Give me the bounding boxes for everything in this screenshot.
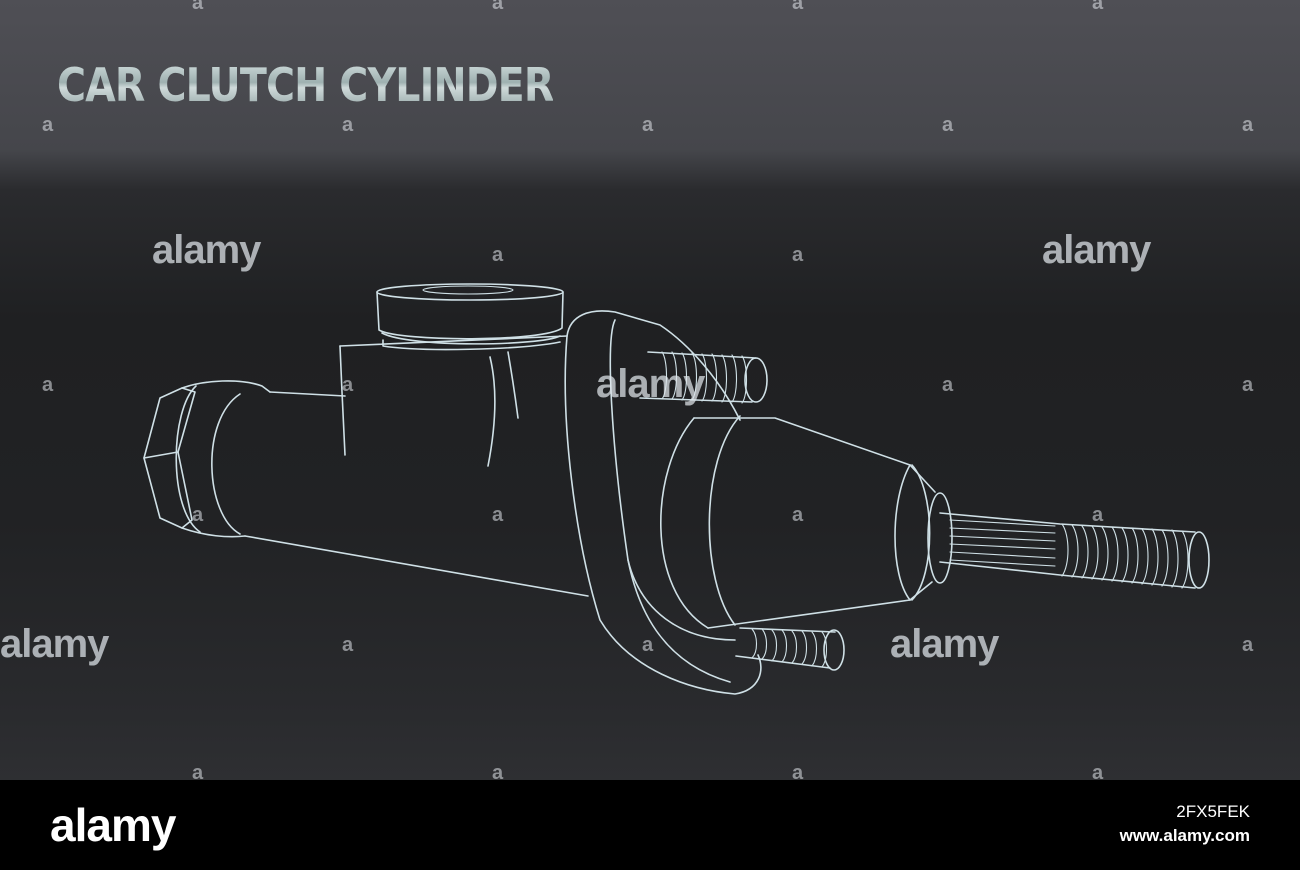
- watermark-text: alamy: [0, 622, 109, 666]
- watermark-glyph: a: [342, 374, 354, 396]
- watermark-glyph: a: [1092, 762, 1104, 780]
- site-url: www.alamy.com: [1119, 826, 1250, 845]
- watermark-text: alamy: [890, 622, 999, 666]
- watermark-glyph: a: [792, 244, 804, 266]
- watermark-glyph: a: [492, 762, 504, 780]
- watermark-glyph: a: [792, 762, 804, 780]
- reservoir-cap: [376, 283, 564, 351]
- front-housing: [660, 415, 953, 629]
- watermark-glyph: a: [492, 504, 504, 526]
- mounting-flange: [564, 310, 762, 695]
- watermark-glyph: a: [792, 0, 804, 14]
- watermark-text: alamy: [152, 228, 261, 272]
- watermark-glyph: a: [642, 114, 654, 136]
- watermark-glyph: a: [942, 114, 954, 136]
- watermark-text: alamy: [596, 362, 705, 406]
- clutch-cylinder-drawing: [143, 283, 1210, 695]
- watermark-glyph: a: [1242, 114, 1254, 136]
- watermark-glyph: a: [642, 634, 654, 656]
- watermark-text: alamy: [1042, 228, 1151, 272]
- watermark-glyph: a: [192, 0, 204, 14]
- watermark-glyph: a: [42, 114, 54, 136]
- hex-nut: [143, 380, 271, 538]
- watermark-glyph: a: [42, 374, 54, 396]
- watermark-glyph: a: [1092, 504, 1104, 526]
- watermark-glyph: a: [192, 762, 204, 780]
- watermark-glyph: a: [492, 0, 504, 14]
- image-id: 2FX5FEK: [1176, 802, 1250, 821]
- cylinder-body: [244, 335, 589, 597]
- watermark-glyph: a: [942, 374, 954, 396]
- watermark-glyph: a: [342, 114, 354, 136]
- watermark-glyph: a: [1092, 0, 1104, 14]
- alamy-logo: alamy: [50, 799, 176, 851]
- watermark-glyph: a: [1242, 634, 1254, 656]
- watermark-glyph: a: [1242, 374, 1254, 396]
- lower-stud: [735, 627, 845, 671]
- push-rod: [939, 512, 1210, 589]
- upper-stud: [639, 351, 768, 404]
- watermark-glyph: a: [192, 504, 204, 526]
- illustration-panel: CAR CLUTCH CYLINDER: [0, 0, 1300, 780]
- footer-bar: alamy 2FX5FEK www.alamy.com: [0, 780, 1300, 870]
- watermark-glyph: a: [342, 634, 354, 656]
- image-title: CAR CLUTCH CYLINDER: [57, 58, 554, 112]
- end-sleeve: [175, 385, 346, 535]
- watermark-glyph: a: [792, 504, 804, 526]
- watermark-glyph: a: [492, 244, 504, 266]
